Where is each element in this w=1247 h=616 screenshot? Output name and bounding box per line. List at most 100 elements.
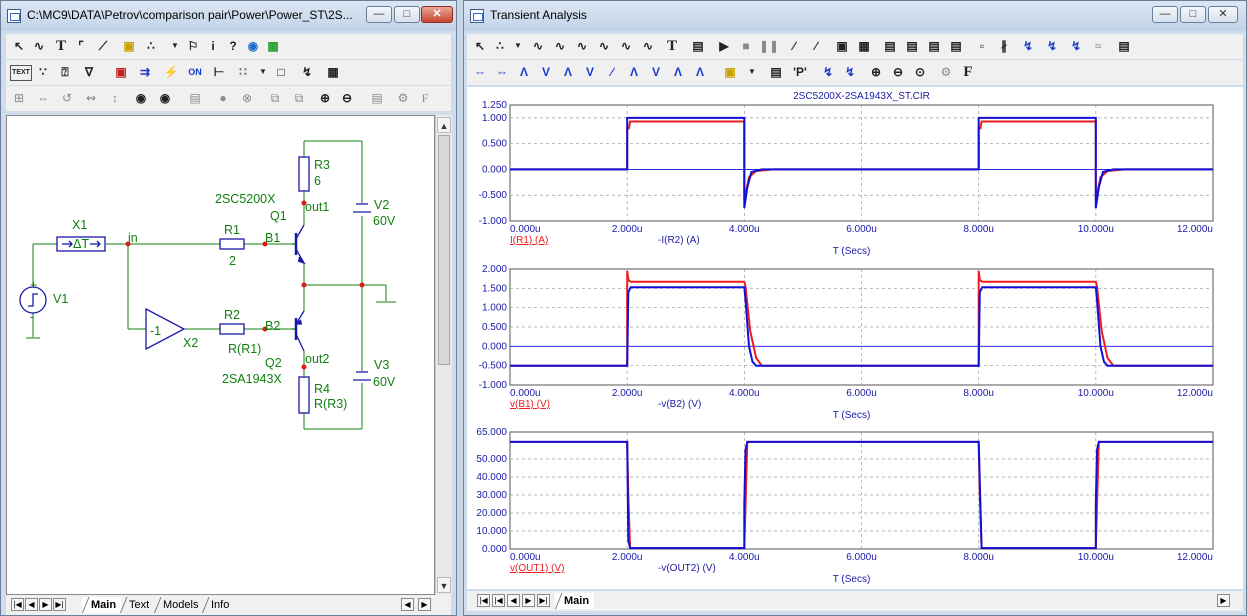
hscroll-right-icon-2[interactable]: ▶ — [1217, 594, 1230, 607]
probe-icon[interactable]: ⚡ — [163, 65, 179, 79]
gear-icon-2[interactable]: ⚙ — [940, 65, 952, 79]
bottom-icon[interactable]: Λ — [695, 65, 704, 79]
properties-icon[interactable]: ▤ — [692, 39, 704, 53]
text-tool-icon-2[interactable]: T — [666, 38, 677, 54]
first-tab-icon-2[interactable]: |◀ — [477, 594, 490, 607]
dropdown-arrow-icon[interactable]: ▼ — [171, 41, 179, 50]
rotate-icon[interactable]: ↺ — [61, 91, 73, 105]
tab-main-2[interactable]: Main — [555, 593, 595, 609]
performance-tag-icon[interactable]: ↯ — [1046, 39, 1058, 53]
prev-tab-icon-2[interactable]: |◀ — [492, 594, 505, 607]
transient-titlebar[interactable]: Transient Analysis — □ ✕ — [464, 1, 1246, 31]
wave-icon[interactable]: ≈ — [1094, 39, 1102, 53]
point-tag-icon[interactable]: ↯ — [1022, 39, 1034, 53]
stop-icon-2[interactable]: ■ — [742, 39, 750, 53]
last-tab-icon-2[interactable]: ▶| — [537, 594, 550, 607]
hscroll-right-icon[interactable]: ▶ — [418, 598, 431, 611]
tracker-icon[interactable]: ▤ — [950, 39, 962, 53]
font-icon[interactable]: F — [421, 91, 429, 105]
gear-icon[interactable]: ⚙ — [397, 91, 409, 105]
p-key-icon[interactable]: 'P' — [793, 65, 807, 79]
close-button-2[interactable]: ✕ — [1208, 6, 1238, 23]
prev-tab-icon-3[interactable]: ◀ — [507, 594, 520, 607]
pointer-icon-2[interactable]: ↖ — [474, 39, 486, 53]
analysis-limits-icon[interactable]: ∿ — [620, 39, 632, 53]
settings-icon[interactable]: ▦ — [327, 65, 339, 79]
prev-simulation-icon[interactable]: ⇔ — [496, 65, 508, 79]
scale-y-icon[interactable]: ↯ — [822, 65, 834, 79]
net-icon[interactable]: ⇉ — [139, 65, 151, 79]
grid-icon[interactable]: ▣ — [115, 65, 127, 79]
flip-h-icon[interactable]: ↭ — [85, 91, 97, 105]
inflection-icon[interactable]: ∕ — [610, 65, 613, 79]
wire-bus-icon[interactable]: ⊢ — [213, 65, 225, 79]
high-icon[interactable]: Λ — [563, 65, 572, 79]
paste-icon[interactable]: ⧉ — [294, 91, 304, 105]
same-y-icon[interactable]: ▤ — [928, 39, 940, 53]
mirror-icon[interactable]: ⇔ — [37, 91, 49, 105]
global-high-icon[interactable]: Λ — [629, 65, 638, 79]
sample-icon[interactable]: ∿ — [554, 39, 566, 53]
attribute-icon[interactable]: ∵ — [39, 65, 47, 79]
font-icon-2[interactable]: F — [963, 64, 973, 80]
minimize-button-2[interactable]: — — [1152, 6, 1178, 23]
binoculars-icon[interactable]: ◉ — [159, 91, 171, 105]
tab-info[interactable]: Info — [202, 597, 234, 613]
flag-icon[interactable]: ⚐ — [187, 39, 199, 53]
line-plot-icon[interactable]: ∕ — [792, 39, 795, 53]
scroll-thumb[interactable] — [438, 135, 450, 365]
node-number-icon[interactable]: ⍰ — [61, 65, 69, 79]
pointer-icon[interactable]: ↖ — [13, 39, 25, 53]
find-icon[interactable]: ◉ — [135, 91, 147, 105]
first-tab-icon[interactable]: |◀ — [11, 598, 24, 611]
bold-grid-icon[interactable]: ▤ — [906, 39, 918, 53]
cursor-icon[interactable]: ↯ — [301, 65, 313, 79]
cancel-icon[interactable]: ⊗ — [241, 91, 253, 105]
waveform-icon[interactable]: ∿ — [642, 39, 654, 53]
vertical-tag-icon[interactable]: ∦ — [1001, 39, 1007, 53]
copy-icon[interactable]: ⧉ — [270, 91, 280, 105]
dots-icon[interactable]: ∷ — [239, 65, 247, 79]
pin-icon[interactable]: ∇ — [84, 65, 94, 79]
tab-text[interactable]: Text — [120, 597, 154, 613]
valley-icon[interactable]: V — [541, 65, 550, 79]
text-tool-icon[interactable]: T — [55, 38, 66, 54]
zoom-out-icon[interactable]: ⊖ — [341, 91, 353, 105]
info-box-icon[interactable]: ▣ — [123, 39, 135, 53]
component-icon[interactable]: ∴ — [147, 39, 155, 53]
slope-icon[interactable]: ▣ — [724, 65, 736, 79]
help-icon[interactable]: ? — [229, 39, 237, 53]
table-icon[interactable]: ▤ — [770, 65, 782, 79]
zoom-out-icon-2[interactable]: ⊖ — [892, 65, 904, 79]
ortho-wire-icon[interactable]: ⌜ — [78, 39, 84, 53]
color-icon[interactable]: ▩ — [267, 39, 279, 53]
info-icon[interactable]: i — [211, 39, 215, 53]
page-setup-icon[interactable]: ▤ — [189, 91, 201, 105]
dropdown-arrow-icon-4[interactable]: ▼ — [748, 67, 756, 76]
maximize-button-2[interactable]: □ — [1180, 6, 1206, 23]
zoom-fit-icon[interactable]: ⊙ — [914, 65, 926, 79]
tab-main[interactable]: Main — [82, 597, 122, 613]
next-tab-icon-2[interactable]: ▶ — [522, 594, 535, 607]
scale-x-icon[interactable]: ↯ — [844, 65, 856, 79]
print-icon[interactable]: ▤ — [371, 91, 383, 105]
minor-grid-icon[interactable]: ▤ — [884, 39, 896, 53]
globe-icon[interactable]: ◉ — [247, 39, 259, 53]
grid-icon-2[interactable]: ▦ — [858, 39, 870, 53]
line-icon[interactable]: ⟋ — [98, 39, 108, 53]
frame-icon[interactable]: ▣ — [836, 39, 848, 53]
low-icon[interactable]: V — [585, 65, 594, 79]
text-mode-icon[interactable]: TEXT — [10, 65, 32, 81]
schematic-titlebar[interactable]: C:\MC9\DATA\Petrov\comparison pair\Power… — [1, 1, 456, 31]
peak-icon[interactable]: Λ — [519, 65, 528, 79]
move-icon[interactable]: ⊞ — [13, 91, 25, 105]
next-simulation-icon[interactable]: ⇔ — [474, 65, 486, 79]
pause-icon[interactable]: ❚❚ — [759, 39, 777, 53]
close-button[interactable]: ✕ — [421, 6, 453, 23]
scroll-up-icon[interactable]: ▲ — [437, 117, 451, 133]
scale-icon[interactable]: ∿ — [532, 39, 544, 53]
zoom-in-icon-2[interactable]: ⊕ — [870, 65, 882, 79]
flip-v-icon[interactable]: ↕ — [112, 91, 118, 105]
top-icon[interactable]: Λ — [673, 65, 682, 79]
